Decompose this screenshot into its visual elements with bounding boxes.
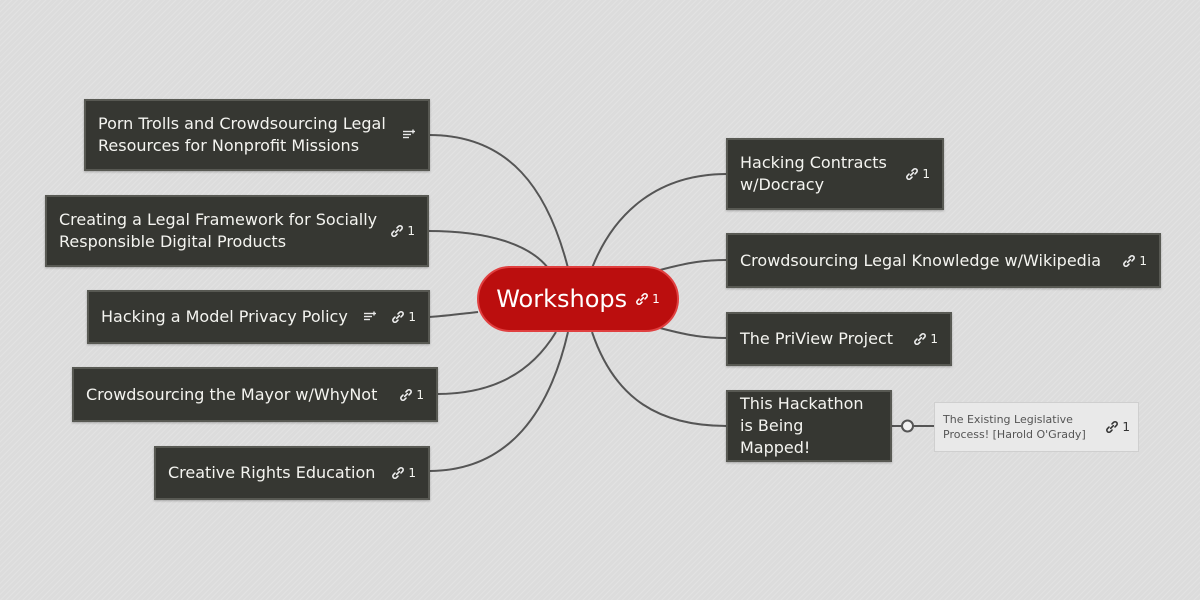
link-count: 1	[408, 466, 416, 480]
topic-label: Crowdsourcing the Mayor w/WhyNot	[86, 384, 378, 404]
topic-privacy-policy[interactable]: Hacking a Model Privacy Policy	[87, 290, 430, 344]
link-badge[interactable]: 1	[399, 384, 424, 406]
link-badge[interactable]: 1	[390, 220, 415, 242]
notes-icon[interactable]	[402, 129, 416, 141]
topic-label: Hacking a Model Privacy Policy	[101, 307, 348, 326]
subtopic-label: The Existing Legislative Process! [Harol…	[943, 413, 1086, 441]
notes-icon-glyph	[403, 129, 415, 139]
notes-icon-glyph	[364, 311, 377, 321]
topic-label: Creating a Legal Framework for Socially …	[59, 210, 378, 251]
link-icon	[636, 293, 649, 305]
connector-left-3	[428, 311, 479, 318]
link-count: 1	[416, 387, 424, 402]
connector-right-2	[659, 259, 728, 271]
link-count: 1	[407, 224, 415, 238]
link-badge[interactable]: 1	[905, 163, 930, 185]
connector-left-1	[428, 134, 569, 269]
link-badge[interactable]: 1	[1105, 420, 1130, 435]
connector-sub-joint	[901, 419, 914, 433]
topic-label: This Hackathon is Being Mapped!	[740, 394, 864, 457]
topic-label: Creative Rights Education	[168, 463, 376, 482]
topic-label: Porn Trolls and Crowdsourcing Legal Reso…	[98, 114, 386, 155]
link-icon	[1123, 254, 1136, 267]
topic-label: The PriView Project	[740, 329, 894, 348]
root-topic-workshops[interactable]: Workshops 1	[477, 266, 679, 332]
link-count: 1	[1122, 419, 1130, 434]
link-count: 1	[652, 292, 660, 306]
link-count: 1	[930, 332, 938, 346]
link-badge[interactable]: 1	[391, 306, 416, 328]
connector-left-4	[436, 331, 557, 395]
connector-right-4	[591, 331, 728, 427]
topic-docracy[interactable]: Hacking Contracts w/Docracy 1	[726, 138, 944, 210]
connector-left-5	[428, 331, 569, 472]
topic-label: Hacking Contracts w/Docracy	[740, 153, 887, 194]
topic-wikipedia[interactable]: Crowdsourcing Legal Knowledge w/Wikipedi…	[726, 233, 1161, 288]
link-icon	[392, 467, 405, 479]
topic-priview[interactable]: The PriView Project 1	[726, 312, 952, 366]
link-badge[interactable]: 1	[913, 328, 938, 350]
link-icon	[400, 388, 413, 401]
link-icon	[391, 225, 404, 237]
connector-left-2	[427, 230, 549, 269]
link-icon	[914, 333, 927, 345]
link-count: 1	[922, 167, 930, 181]
link-badge[interactable]: 1	[391, 462, 416, 484]
connector-right-3	[659, 327, 728, 339]
root-link-badge[interactable]: 1	[635, 292, 660, 306]
link-icon	[392, 311, 405, 323]
topic-hackathon-mapped[interactable]: This Hackathon is Being Mapped!	[726, 390, 892, 462]
notes-icon[interactable]	[363, 311, 377, 323]
link-count: 1	[1139, 253, 1147, 268]
link-icon	[906, 168, 919, 180]
link-badge[interactable]: 1	[1122, 250, 1147, 272]
topic-porn-trolls[interactable]: Porn Trolls and Crowdsourcing Legal Reso…	[84, 99, 430, 171]
link-count: 1	[408, 310, 416, 324]
connector-right-1	[591, 173, 728, 269]
topic-label: Crowdsourcing Legal Knowledge w/Wikipedi…	[740, 250, 1102, 270]
root-topic-label: Workshops	[496, 285, 628, 313]
link-icon	[1106, 421, 1119, 433]
topic-legal-framework[interactable]: Creating a Legal Framework for Socially …	[45, 195, 429, 267]
topic-creative-rights[interactable]: Creative Rights Education 1	[154, 446, 430, 500]
subtopic-legislative-process[interactable]: The Existing Legislative Process! [Harol…	[934, 402, 1139, 452]
topic-mayor-whynot[interactable]: Crowdsourcing the Mayor w/WhyNot 1	[72, 367, 438, 422]
